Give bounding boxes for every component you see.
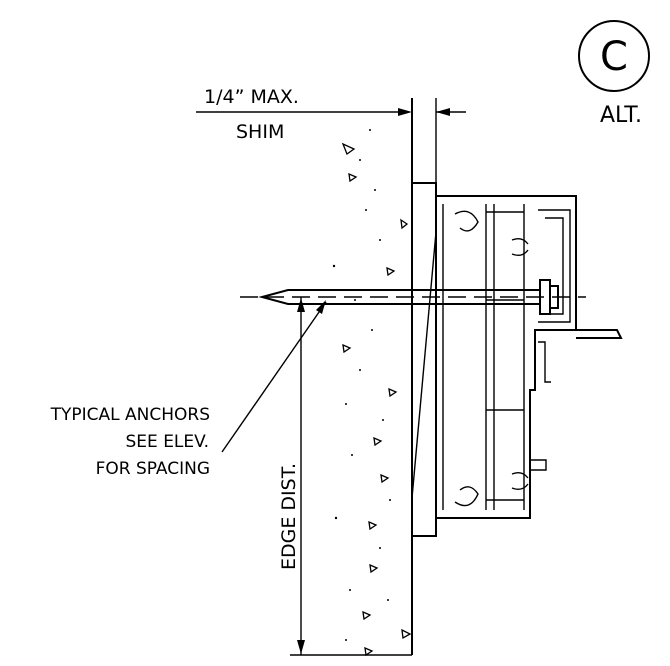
window-frame-extrusion [411, 195, 623, 519]
shim-max-label: 1/4” MAX. [204, 86, 299, 108]
glazing-stop-inner [545, 217, 564, 315]
sill-flange [576, 329, 623, 339]
callout-leader [221, 301, 327, 453]
detail-letter: C [600, 34, 628, 80]
anchor-shank [258, 289, 541, 305]
lower-stub [530, 459, 547, 471]
edge-distance-dimension: EDGE DIST. [278, 297, 412, 656]
frame-top-hook [454, 210, 479, 232]
frame-bottom-hook [454, 486, 479, 507]
edge-dim-arrow-top [297, 298, 305, 312]
anchor-screw [240, 279, 586, 315]
concrete-wall [332, 98, 437, 657]
concrete-aggregate [341, 142, 412, 657]
anchor-note-line-3: FOR SPACING [96, 459, 210, 479]
detail-tag: ALT. [600, 103, 642, 128]
anchor-callout: TYPICAL ANCHORS SEE ELEV. FOR SPACING [50, 300, 327, 479]
anchor-note-line-2: SEE ELEV. [126, 432, 209, 452]
frame-bottom-clip [511, 471, 529, 491]
callout-arrow [316, 300, 326, 314]
edge-distance-label: EDGE DIST. [278, 463, 300, 570]
lower-leg [538, 341, 551, 383]
concrete-specks [332, 129, 391, 641]
glazing-stop [538, 209, 571, 323]
shim-arrow-left [398, 108, 412, 116]
shim-label: SHIM [236, 121, 284, 143]
frame-thermal-break [411, 231, 437, 499]
anchor-note-line-1: TYPICAL ANCHORS [50, 405, 210, 425]
frame-outer-profile [435, 195, 577, 519]
frame-chamber-top [486, 211, 524, 501]
detail-circle [578, 20, 650, 92]
detail-bubble: C ALT. [578, 20, 650, 128]
frame-top-clip [511, 237, 529, 257]
edge-dim-arrow-bottom [297, 640, 305, 654]
shim-arrow-right [436, 108, 450, 116]
shim-dimension: 1/4” MAX. SHIM [196, 86, 466, 143]
anchor-washer [549, 285, 559, 309]
